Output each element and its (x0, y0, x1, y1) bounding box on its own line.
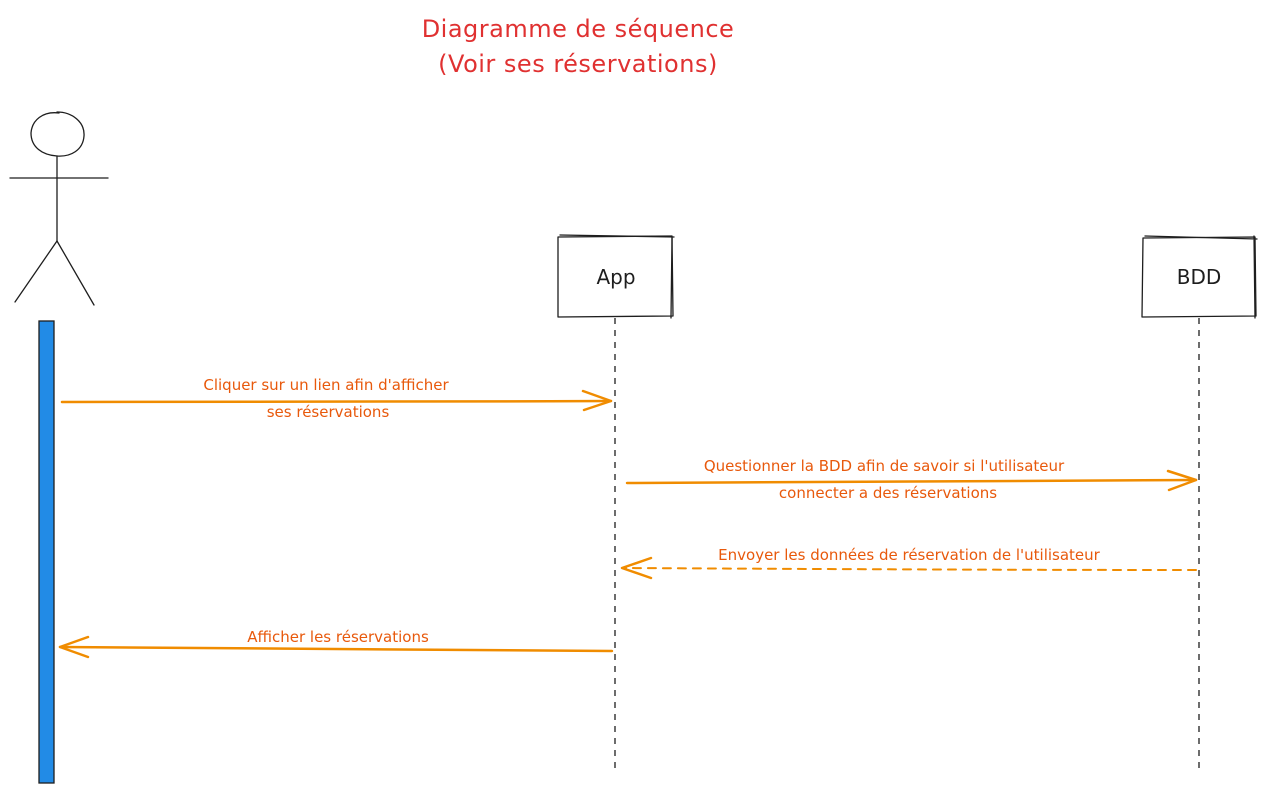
message-1-line-2: ses réservations (267, 403, 390, 421)
title-line-2: (Voir ses réservations) (438, 50, 718, 78)
participant-bdd-label: BDD (1177, 265, 1222, 289)
message-4-arrow (58, 645, 614, 653)
participant-bdd: BDD (1141, 235, 1258, 319)
participant-app-label: App (596, 265, 635, 289)
message-3-line-1: Envoyer les données de réservation de l'… (718, 546, 1100, 564)
message-2-line-1: Questionner la BDD afin de savoir si l'u… (704, 457, 1065, 475)
participant-app: App (557, 234, 675, 319)
message-2-arrow (625, 478, 1198, 485)
actor-user-icon (9, 111, 109, 306)
message-1-arrowhead (581, 389, 613, 412)
message-4: Afficher les réservations (58, 628, 614, 659)
message-2: Questionner la BDD afin de savoir si l'u… (625, 457, 1198, 502)
message-4-line-1: Afficher les réservations (247, 628, 429, 646)
message-2-line-2: connecter a des réservations (779, 484, 997, 502)
message-4-arrowhead (58, 635, 90, 659)
message-3-arrow (621, 567, 1197, 571)
message-2-arrowhead (1166, 469, 1198, 492)
message-1-arrow (60, 399, 613, 404)
message-1-line-1: Cliquer sur un lien afin d'afficher (203, 376, 449, 394)
message-3-arrowhead (620, 556, 653, 580)
title-line-1: Diagramme de séquence (422, 15, 735, 43)
diagram-title: Diagramme de séquence (Voir ses réservat… (422, 15, 735, 78)
message-1: Cliquer sur un lien afin d'afficher ses … (60, 376, 613, 421)
actor-activation-bar (38, 320, 55, 784)
message-3: Envoyer les données de réservation de l'… (620, 546, 1197, 580)
